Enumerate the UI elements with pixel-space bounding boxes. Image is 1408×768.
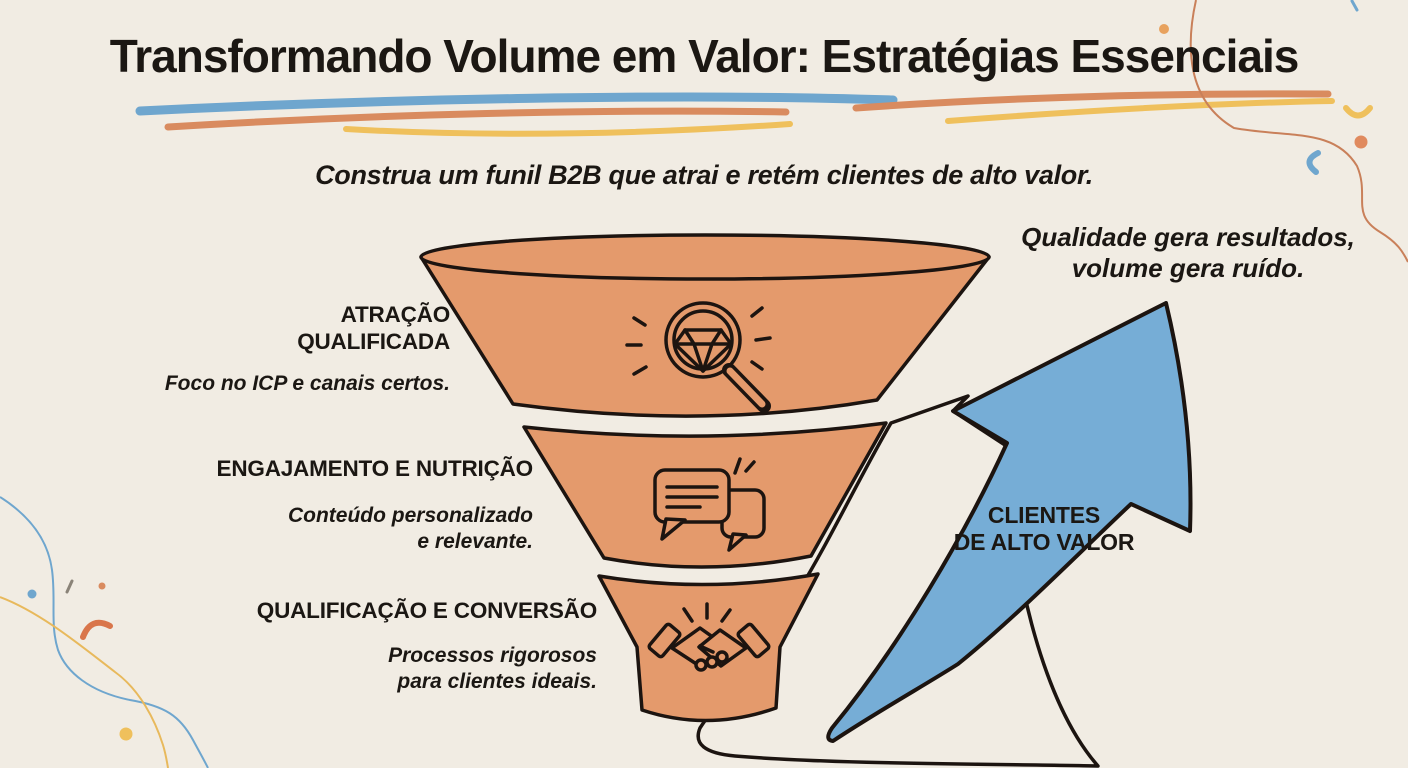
funnel-stage-1-shape [419,233,991,418]
funnel-stage-1-body [419,255,991,418]
page-title: Transformando Volume em Valor: Estratégi… [109,30,1300,82]
stage-1-desc-line-1: Foco no ICP e canais certos. [164,372,450,395]
funnel-stage-2-shape [522,421,888,569]
title-underline-strokes [135,90,1335,137]
stage-3-label: QUALIFICAÇÃO E CONVERSÃO [257,597,597,624]
outcome-quote: Qualidade gera resultados, volume gera r… [1018,222,1358,284]
arrow-label: CLIENTES DE ALTO VALOR [918,502,1170,556]
arc-orange [80,619,113,640]
dot-blue [27,589,37,599]
chat-bubbles-icon [653,457,766,552]
stage-3-description: Processos rigorosos para clientes ideais… [388,643,597,695]
stage-2-label: ENGAJAMENTO E NUTRIÇÃO [216,455,534,482]
brush-stroke-yellow-right [945,98,1335,124]
arc-yellow-smile [1343,105,1373,119]
tick-gray [65,579,74,594]
arrow-label-line-2: DE ALTO VALOR [953,529,1135,555]
page-subtitle: Construa um funil B2B que atrai e retém … [315,160,1093,190]
brush-stroke-blue [135,92,898,116]
decor-bottom-left [0,496,209,768]
stage-2-desc-line-2: e relevante. [417,530,533,553]
stage-2-desc-line-1: Conteúdo personalizado [287,504,533,527]
brush-stroke-yellow-left [343,121,793,137]
decor-top-right [1159,0,1408,263]
squiggle-line-orange [1189,0,1408,263]
stage-1-label-line-2: QUALIFICADA [297,329,450,354]
funnel-stage-3-shape [597,572,820,723]
stage-3-desc-line-1: Processos rigorosos [388,644,597,667]
dot-orange-small [1159,24,1169,34]
stage-1-label-line-1: ATRAÇÃO [340,302,451,327]
brush-stroke-orange-left [164,107,790,131]
handshake-icon [647,602,771,672]
dot-yellow [119,727,133,741]
funnel-stage-1-rim [419,233,991,281]
stage-3-label-line-1: QUALIFICAÇÃO E CONVERSÃO [256,598,597,623]
magnifier-diamond-icon [625,301,772,413]
arc-blue-crescent [1306,150,1321,175]
quote-line-1: Qualidade gera resultados, [1021,222,1355,252]
brush-stroke-orange-right [852,90,1332,112]
squiggle-line-yellow [0,596,169,768]
stage-3-desc-line-2: para clientes ideais. [397,670,597,693]
dot-orange-tiny [98,582,106,590]
quote-line-2: volume gera ruído. [1071,253,1305,283]
dot-orange [1354,135,1368,149]
stage-1-label: ATRAÇÃO QUALIFICADA [297,301,450,355]
tick-blue [1350,0,1359,12]
arrow-label-line-1: CLIENTES [987,502,1101,528]
stage-1-description: Foco no ICP e canais certos. [165,371,450,397]
growth-arrow [826,301,1193,743]
stage-2-description: Conteúdo personalizado e relevante. [288,503,533,555]
stage-2-label-line-1: ENGAJAMENTO E NUTRIÇÃO [216,456,534,481]
squiggle-line-blue [0,496,209,768]
